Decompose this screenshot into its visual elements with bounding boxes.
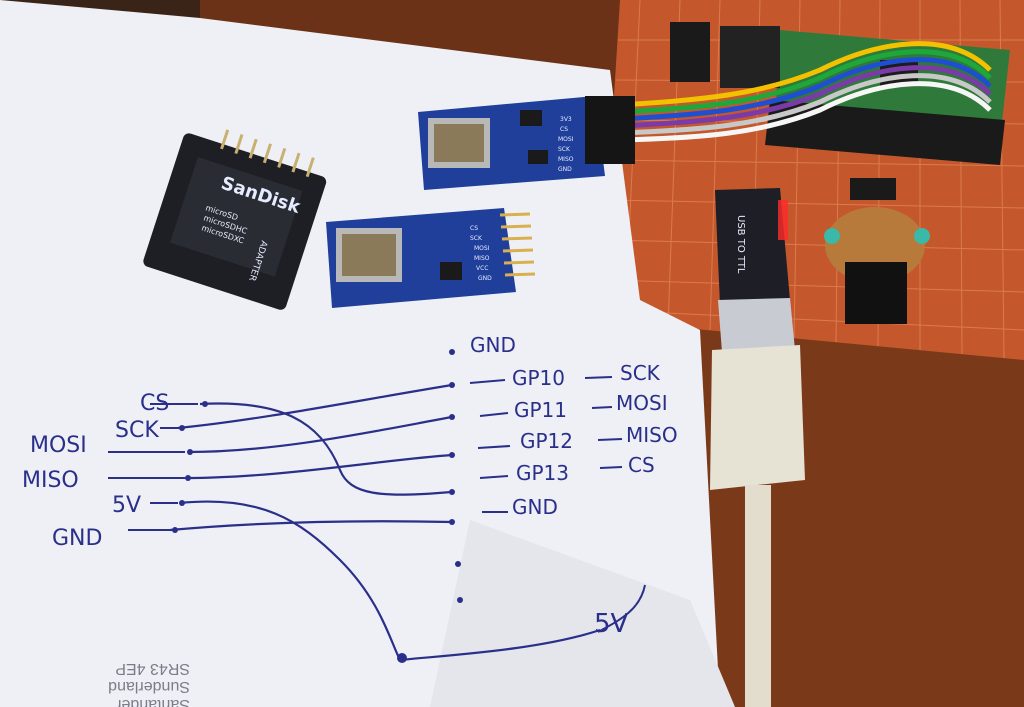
signal-label-miso: MISO — [626, 423, 678, 447]
sd1-pin-4: SCK — [558, 146, 571, 153]
pin-label-gnd-bottom: GND — [512, 495, 558, 519]
mirrored-address: Santander Sunderland SR43 4EP — [108, 660, 190, 707]
label-gnd-left: GND — [52, 526, 102, 551]
label-miso-left: MISO — [22, 468, 79, 493]
sd-module-2 — [326, 208, 536, 308]
header-connector-a — [670, 22, 710, 82]
signal-label-mosi: MOSI — [616, 391, 668, 415]
sd2-pin-2: SCK — [470, 235, 483, 242]
label-5v-left: 5V — [112, 493, 141, 518]
label-mosi-left: MOSI — [30, 433, 87, 458]
pin-label-gp11: GP11 — [514, 398, 567, 422]
signal-label-cs: CS — [628, 453, 655, 477]
wiring-dots — [172, 349, 463, 663]
mirror-line-3: SR43 4EP — [115, 660, 190, 677]
label-cs-left: CS — [140, 391, 169, 416]
sd2-pin-6: GND — [478, 275, 492, 282]
sd2-pin-3: MOSI — [474, 245, 490, 252]
pin-label-gp10: GP10 — [512, 366, 565, 390]
sd2-pin-5: VCC — [476, 265, 488, 272]
sd-adapter-card — [143, 129, 327, 310]
signal-label-sck: SCK — [620, 361, 661, 385]
sd-module-1 — [418, 96, 635, 190]
header-connector-b — [720, 26, 780, 88]
sd2-pin-4: MISO — [474, 255, 490, 262]
sd1-pin-6: GND — [558, 166, 572, 173]
ribbon-cable — [619, 41, 992, 143]
pin-dashes — [108, 376, 646, 633]
wiring-lines — [169, 383, 601, 662]
usb-ttl-dongle — [710, 188, 805, 707]
sd2-pin-1: CS — [470, 225, 478, 232]
usb-ttl-label: USB TO TTL — [735, 215, 746, 274]
label-5v-supply: 5V — [594, 609, 629, 639]
sd1-pin-2: CS — [560, 126, 568, 133]
mirror-line-2: Sunderland — [108, 678, 190, 695]
sd1-pin-1: 3V3 — [560, 116, 572, 123]
pin-label-gnd-top: GND — [470, 333, 516, 357]
component-cluster — [824, 178, 930, 324]
sd1-pin-5: MISO — [558, 156, 574, 163]
sd1-pin-3: MOSI — [558, 136, 574, 143]
label-sck-left: SCK — [115, 418, 159, 443]
mirror-line-1: Santander — [115, 696, 190, 707]
pin-label-gp12: GP12 — [520, 429, 573, 453]
pin-label-gp13: GP13 — [516, 461, 569, 485]
